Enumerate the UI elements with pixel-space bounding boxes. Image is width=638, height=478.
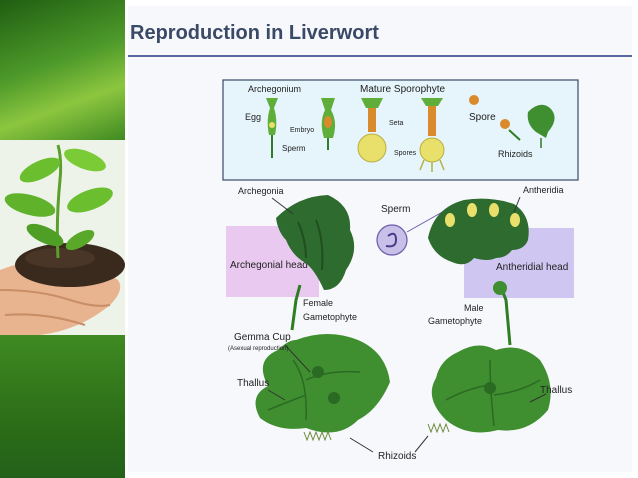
rhizoids-label: Rhizoids <box>378 451 416 462</box>
antheridial-head <box>428 198 529 265</box>
embryo-label: Embryo <box>290 127 314 134</box>
archegonial-head-label: Archegonial head <box>230 260 308 271</box>
liverwort-diagram: Archegonium Egg Embryo Sperm Mature Spor… <box>222 79 579 462</box>
panel-sperm-label: Sperm <box>282 144 306 153</box>
archegonium-label: Archegonium <box>248 84 301 94</box>
female-thallus <box>255 334 390 433</box>
seta-label: Seta <box>389 120 404 127</box>
panel-rhizoids-label: Rhizoids <box>498 149 533 159</box>
title-underline <box>128 55 632 57</box>
mature-sporophyte-label: Mature Sporophyte <box>360 84 445 95</box>
egg-label: Egg <box>245 112 261 122</box>
green-leaf-banner <box>0 0 125 140</box>
thallus-left-label: Thallus <box>237 378 269 389</box>
male-thallus <box>431 345 551 433</box>
spore-label: Spore <box>469 112 496 123</box>
gemma-cup-label: Gemma Cup <box>234 332 291 343</box>
archegonium-stage-2 <box>321 98 336 150</box>
green-bottom-banner <box>0 335 125 478</box>
sporophyte-stage-2 <box>419 98 445 172</box>
antheridial-head-label: Antheridial head <box>496 262 568 273</box>
seedling-illustration <box>0 140 125 335</box>
spore-germination <box>469 95 555 148</box>
archegonia-label: Archegonia <box>238 186 284 196</box>
thallus-right-label: Thallus <box>540 385 572 396</box>
life-cycle-panel <box>222 79 579 181</box>
slide-title: Reproduction in Liverwort <box>130 22 379 44</box>
sperm-cell <box>376 224 408 256</box>
female-label: Female <box>303 298 333 308</box>
male-gametophyte-label: Gametophyte <box>428 316 482 326</box>
archegonium-stage-1 <box>266 98 278 158</box>
male-rhizoids <box>427 422 450 434</box>
antheridia-label: Antheridia <box>523 185 564 195</box>
male-label: Male <box>464 303 484 313</box>
female-gametophyte-label: Gametophyte <box>303 312 357 322</box>
sporophyte-stage-1 <box>357 98 387 163</box>
asexual-reproduction-label: (Asexual reproduction) <box>228 346 288 352</box>
sperm-label: Sperm <box>381 204 410 215</box>
seedling-in-hands-image <box>0 140 125 335</box>
female-stalk <box>290 284 302 331</box>
archegonial-head <box>276 195 355 290</box>
female-rhizoids <box>303 430 332 442</box>
left-decorative-band <box>0 0 125 478</box>
spores-label: Spores <box>394 150 417 157</box>
